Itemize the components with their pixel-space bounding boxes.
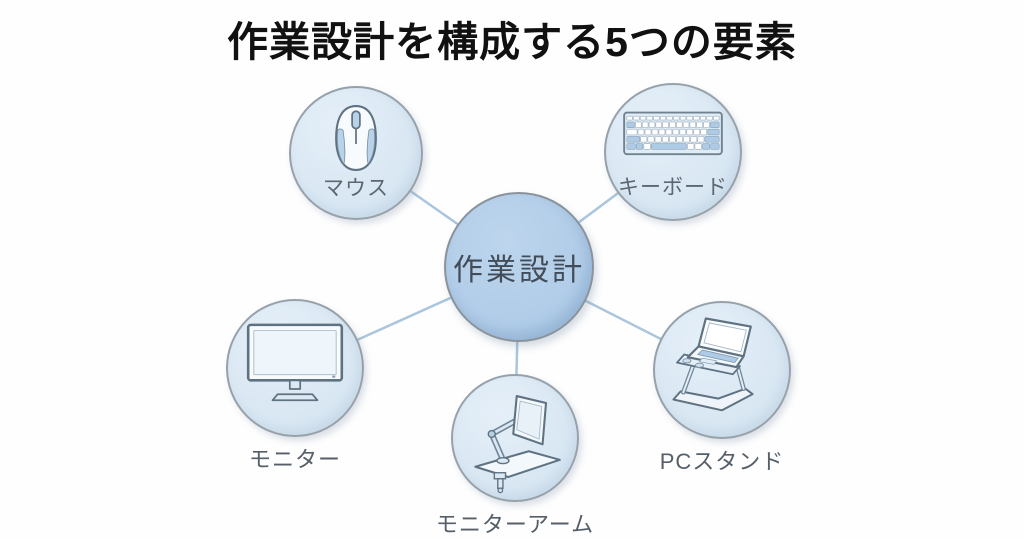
node-mouse-label: マウス <box>323 177 389 200</box>
node-pc-stand: PCスタンド <box>653 301 791 474</box>
node-pc-stand-label: PCスタンド <box>659 449 785 474</box>
node-mouse: マウス <box>289 86 423 220</box>
node-monitor-arm-circle <box>451 374 579 502</box>
hub-node-work-design: 作業設計 <box>444 192 594 342</box>
node-monitor: モニター <box>226 299 364 472</box>
hub-circle: 作業設計 <box>444 192 594 342</box>
monitor-icon <box>246 323 344 402</box>
node-keyboard: キーボード <box>604 83 742 221</box>
monitor-arm-icon <box>474 395 561 494</box>
node-monitor-label: モニター <box>248 447 342 472</box>
node-monitor-circle <box>226 299 364 437</box>
node-mouse-circle: マウス <box>289 86 423 220</box>
mouse-icon <box>335 105 377 171</box>
node-pc-stand-circle <box>653 301 791 439</box>
page-title: 作業設計を構成する5つの要素 <box>227 19 797 65</box>
node-monitor-arm: モニターアーム <box>436 374 593 537</box>
keyboard-icon <box>623 111 723 156</box>
hub-label: 作業設計 <box>453 254 585 287</box>
laptop-stand-icon <box>672 317 754 412</box>
node-keyboard-circle: キーボード <box>604 83 742 221</box>
node-monitor-arm-label: モニターアーム <box>435 512 595 537</box>
node-keyboard-label: キーボード <box>618 176 728 199</box>
